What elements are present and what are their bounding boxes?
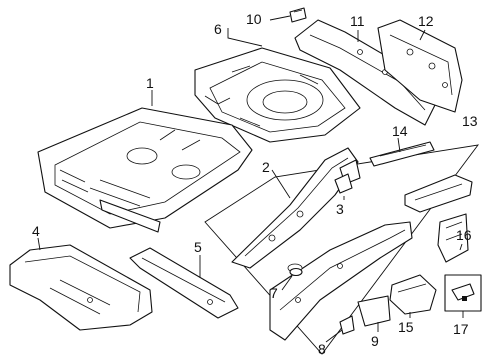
part-7-grommet: [289, 267, 303, 277]
part-11-rear-crossmember: [294, 19, 436, 126]
part-10-bracket: [289, 7, 307, 23]
callout-5: 5: [194, 239, 202, 255]
leader-lines: [37, 15, 464, 343]
part-12-rear-panel: [377, 19, 463, 113]
callout-10: 10: [246, 11, 262, 27]
callout-9: 9: [371, 333, 379, 349]
part-14-reinforcement: [369, 141, 435, 167]
part-15-bracket: [389, 274, 437, 315]
part-4-crossmember: [9, 244, 153, 331]
callout-12: 12: [418, 13, 434, 29]
part-8-bracket: [339, 315, 355, 335]
callout-8: 8: [318, 341, 326, 357]
callout-2: 2: [262, 159, 270, 175]
part-16-bracket: [437, 213, 469, 263]
callout-17: 17: [453, 321, 469, 337]
callout-6: 6: [214, 21, 222, 37]
callout-3: 3: [336, 201, 344, 217]
callout-4: 4: [32, 223, 40, 239]
callout-15: 15: [398, 319, 414, 335]
part-17-clip: [444, 274, 482, 312]
callout-11: 11: [350, 13, 365, 29]
callout-7: 7: [270, 285, 278, 301]
part-6-rear-floor-pan: [194, 47, 361, 143]
part-1-floor-pan: [37, 107, 253, 233]
callout-1: 1: [146, 75, 154, 91]
part-3-bracket: [334, 173, 353, 194]
callout-14: 14: [392, 123, 408, 139]
part-5-rail: [129, 247, 239, 319]
part-9-plate: [357, 295, 391, 327]
callout-16: 16: [456, 227, 472, 243]
part-13-bracket: [404, 174, 473, 213]
callout-13: 13: [462, 113, 478, 129]
callout-labels: 1 2 3 4 5 6 7 8 9 10 11 12 13 14 15 16 1…: [32, 11, 478, 357]
